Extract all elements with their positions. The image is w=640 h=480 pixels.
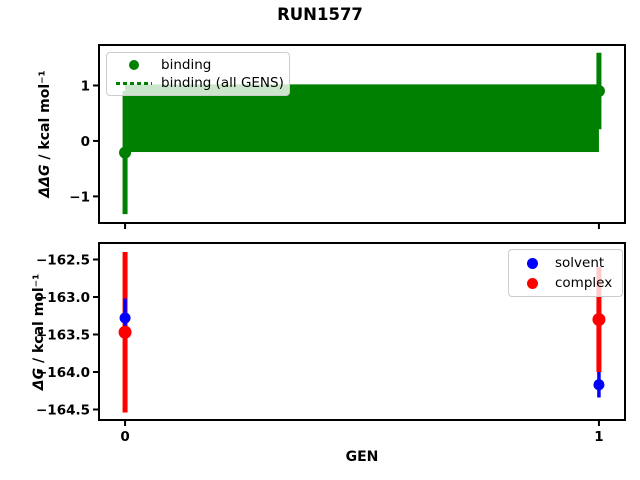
dotted-line-icon <box>116 81 152 85</box>
legend-label: binding (all GENS) <box>161 75 284 91</box>
dg-legend: solvent complex <box>508 249 623 297</box>
legend-label: binding <box>161 57 212 73</box>
legend-handle <box>517 277 547 289</box>
legend-item-solvent: solvent <box>517 253 614 273</box>
y-tick-label: −164.5 <box>36 403 90 419</box>
data-point <box>118 325 132 339</box>
data-point <box>593 379 605 391</box>
y-axis-label-units: / kcal mol⁻¹ <box>31 273 47 368</box>
data-point <box>119 146 132 159</box>
y-axis-label-units: / kcal mol⁻¹ <box>37 70 53 165</box>
plot-border <box>98 44 626 224</box>
circle-marker-icon <box>129 60 139 70</box>
legend-handle <box>115 81 153 85</box>
y-axis-label-symbol: ΔΔG <box>37 164 53 198</box>
binding-legend: binding binding (all GENS) <box>106 52 290 96</box>
legend-item-complex: complex <box>517 273 614 293</box>
plot-border <box>98 242 626 421</box>
legend-handle <box>517 257 547 269</box>
circle-marker-icon <box>526 277 538 289</box>
top-y-axis-label: ΔΔG / kcal mol⁻¹ <box>37 70 53 197</box>
y-tick-label: −164.0 <box>36 365 90 381</box>
figure-title: RUN1577 <box>277 5 363 24</box>
legend-item-binding: binding <box>115 56 281 74</box>
y-tick-label: −1 <box>69 189 90 205</box>
y-tick-label: 0 <box>81 134 90 150</box>
y-tick-label: −162.5 <box>36 253 90 269</box>
legend-label: complex <box>555 275 613 291</box>
x-tick-label: 1 <box>594 429 603 445</box>
y-tick-label: −163.0 <box>36 290 90 306</box>
y-axis-label-symbol: ΔG <box>31 367 47 391</box>
data-point <box>592 85 605 98</box>
legend-handle <box>115 60 153 70</box>
y-tick-label: 1 <box>81 78 90 94</box>
circle-marker-icon <box>526 257 538 269</box>
legend-item-binding-all-gens: binding (all GENS) <box>115 74 284 92</box>
x-axis-label: GEN <box>345 449 379 465</box>
x-tick-label: 0 <box>120 429 129 445</box>
data-point <box>119 312 131 324</box>
legend-label: solvent <box>555 255 605 271</box>
bottom-y-axis-label: ΔG / kcal mol⁻¹ <box>31 274 47 390</box>
y-tick-label: −163.5 <box>36 328 90 344</box>
data-point <box>592 313 606 326</box>
